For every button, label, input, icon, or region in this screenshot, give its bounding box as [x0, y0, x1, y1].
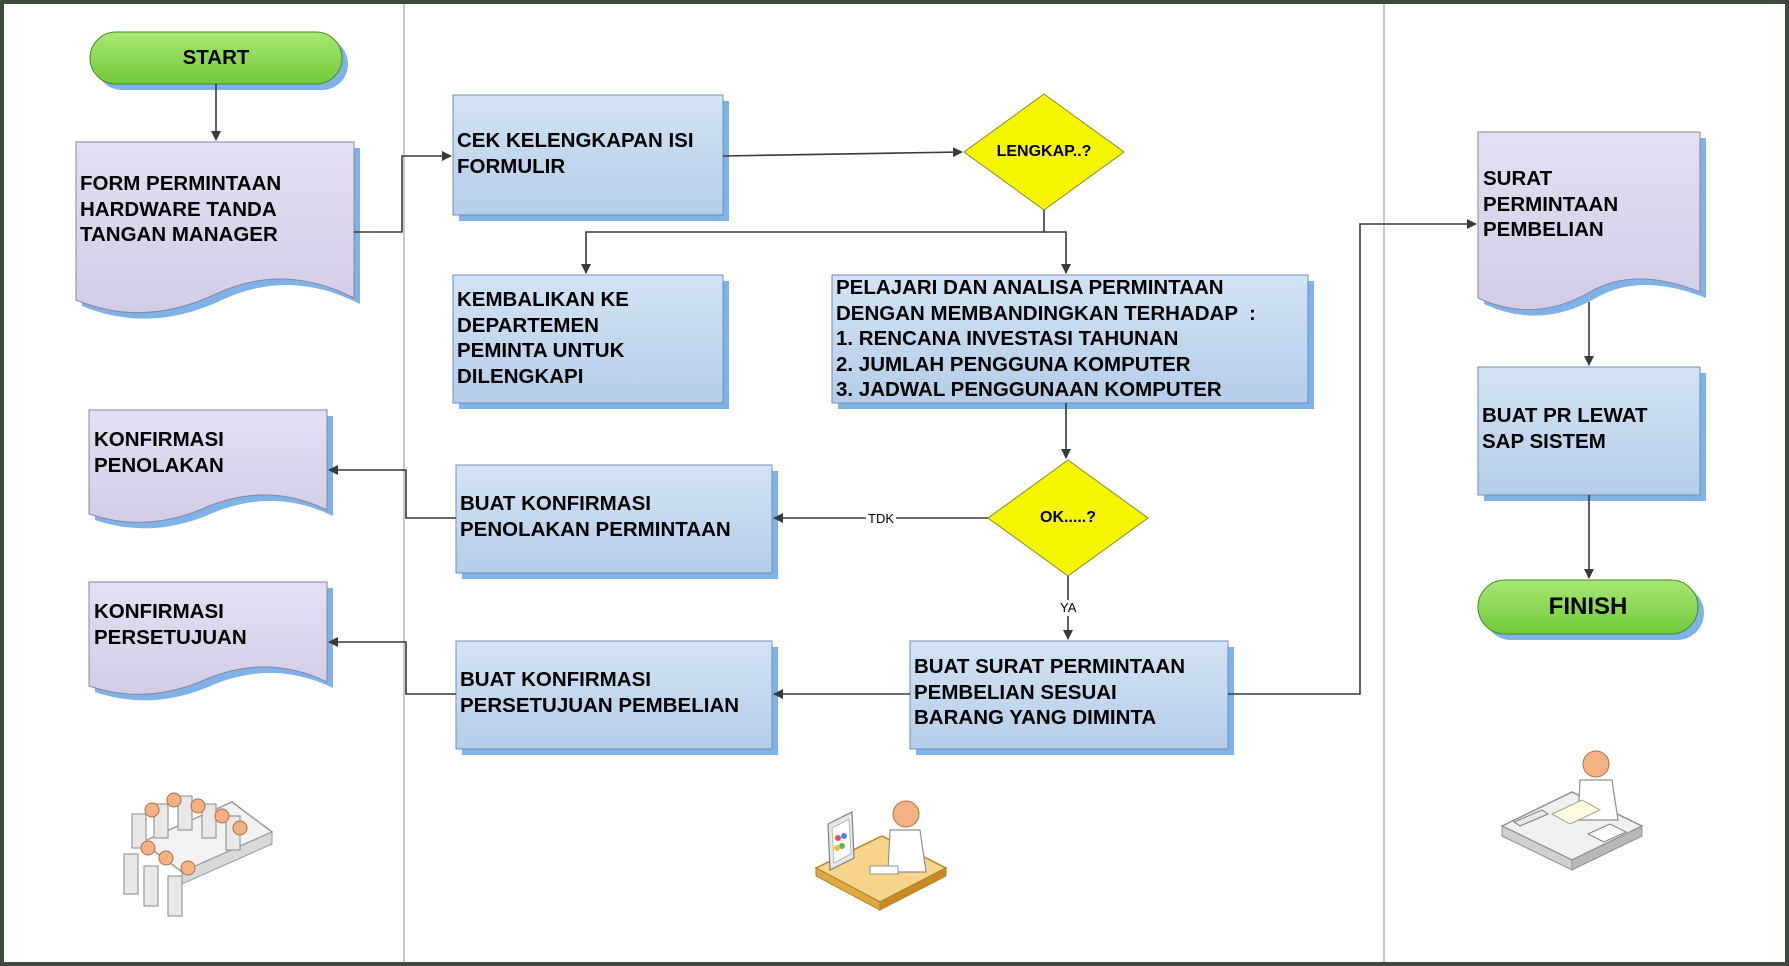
doc-rejection-confirm-shape	[88, 409, 333, 529]
edge-label-no: TDK	[866, 511, 896, 527]
process-reject-confirm-label: BUAT KONFIRMASI PENOLAKAN PERMINTAAN	[460, 492, 731, 541]
process-analyze-label: PELAJARI DAN ANALISA PERMINTAAN DENGAN M…	[836, 276, 1256, 401]
process-purchase-request-label: BUAT SURAT PERMINTAAN PEMBELIAN SESUAI B…	[914, 655, 1186, 729]
start-terminal	[89, 31, 348, 90]
process-check-form-label: CEK KELENGKAPAN ISI FORMULIR	[457, 129, 694, 178]
doc-approval-confirm-label: KONFIRMASI PERSETUJUAN	[94, 600, 247, 649]
start-label: START	[182, 46, 250, 70]
process-create-pr-label: BUAT PR LEWAT SAP SISTEM	[1482, 404, 1648, 453]
decision-ok-label: OK.....?	[1040, 509, 1096, 527]
designer-at-computer-icon	[814, 800, 948, 911]
edge-approve-to-doc	[328, 637, 456, 695]
decision-complete-label: LENGKAP..?	[996, 143, 1092, 161]
finish-label: FINISH	[1548, 593, 1628, 621]
process-approve-confirm-label: BUAT KONFIRMASI PERSETUJUAN PEMBELIAN	[460, 668, 740, 717]
meeting-people-icon	[123, 792, 274, 917]
connectors	[211, 84, 1594, 699]
process-analyze-shape	[831, 274, 1314, 409]
edge-label-yes: YA	[1058, 600, 1079, 616]
doc-approval-confirm-shape	[88, 581, 333, 701]
doc-purchase-letter-shape	[1477, 131, 1706, 316]
doc-form-request-shape	[75, 141, 360, 319]
finish-terminal	[1477, 579, 1704, 640]
edge-complete-to-return	[581, 210, 1045, 274]
process-purchase-request-shape	[909, 640, 1234, 755]
clerk-at-desk-icon	[1500, 750, 1644, 871]
process-return-dept-label: KEMBALIKAN KE DEPARTEMEN PEMINTA UNTUK D…	[457, 288, 629, 388]
doc-rejection-confirm-label: KONFIRMASI PENOLAKAN	[94, 428, 224, 477]
doc-purchase-letter-label: SURAT PERMINTAAN PEMBELIAN	[1483, 167, 1619, 241]
process-reject-confirm-shape	[455, 464, 778, 579]
process-create-pr-shape	[1477, 366, 1706, 501]
edge-complete-to-analyze	[1044, 231, 1071, 274]
edge-purchase-to-letter	[1228, 219, 1477, 695]
edge-form-to-check	[354, 151, 452, 233]
process-check-form-shape	[452, 94, 729, 221]
process-return-dept-shape	[452, 274, 729, 409]
doc-form-request-label: FORM PERMINTAAN HARDWARE TANDA TANGAN MA…	[80, 172, 282, 246]
edge-check-to-complete	[722, 147, 963, 158]
process-approve-confirm-shape	[455, 640, 778, 755]
edge-reject-to-doc	[328, 465, 456, 519]
